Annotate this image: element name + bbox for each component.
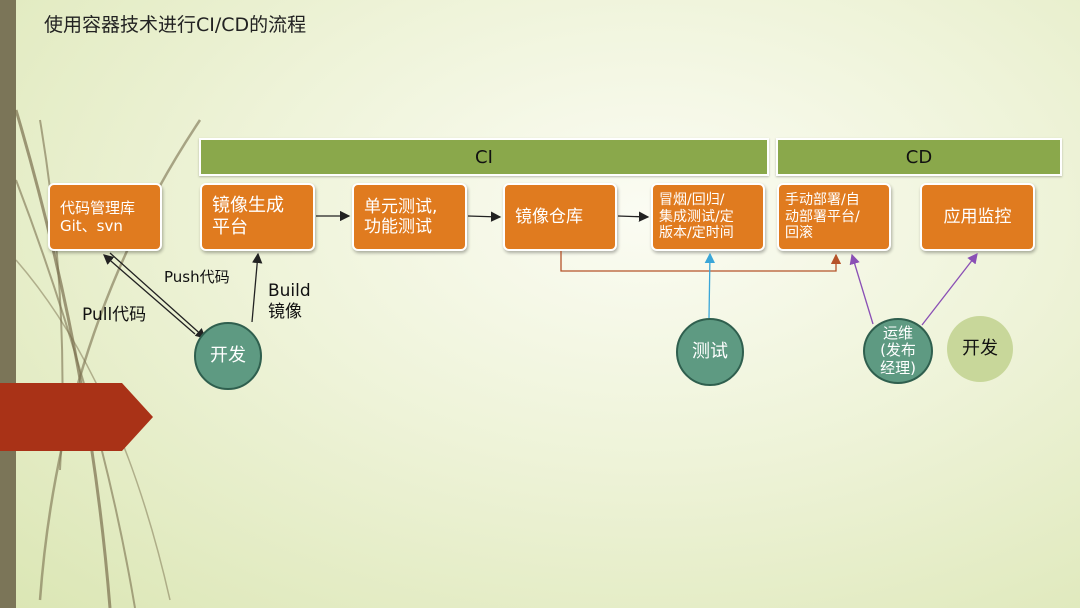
cd-band: CD — [776, 138, 1062, 176]
build-image-label: Build 镜像 — [268, 281, 311, 323]
developer-circle: 开发 — [194, 322, 262, 390]
decorative-arrow-shape — [0, 383, 153, 451]
code-repository-box: 代码管理库 Git、svn — [48, 183, 162, 251]
page-title: 使用容器技术进行CI/CD的流程 — [44, 14, 307, 36]
ops-release-manager-circle: 运维 (发布 经理) — [863, 318, 933, 384]
tester-circle: 测试 — [676, 318, 744, 386]
deployment-platform-box: 手动部署/自 动部署平台/ 回滚 — [777, 183, 891, 251]
image-build-platform-box: 镜像生成 平台 — [200, 183, 315, 251]
image-registry-box: 镜像仓库 — [503, 183, 617, 251]
left-accent-bar — [0, 0, 16, 608]
push-code-label: Push代码 — [164, 268, 230, 286]
app-monitoring-box: 应用监控 — [920, 183, 1035, 251]
ci-band: CI — [199, 138, 769, 176]
pull-code-label: Pull代码 — [82, 305, 147, 325]
unit-test-box: 单元测试, 功能测试 — [352, 183, 467, 251]
integration-test-box: 冒烟/回归/ 集成测试/定 版本/定时间 — [651, 183, 765, 251]
developer-cd-circle: 开发 — [947, 316, 1013, 382]
